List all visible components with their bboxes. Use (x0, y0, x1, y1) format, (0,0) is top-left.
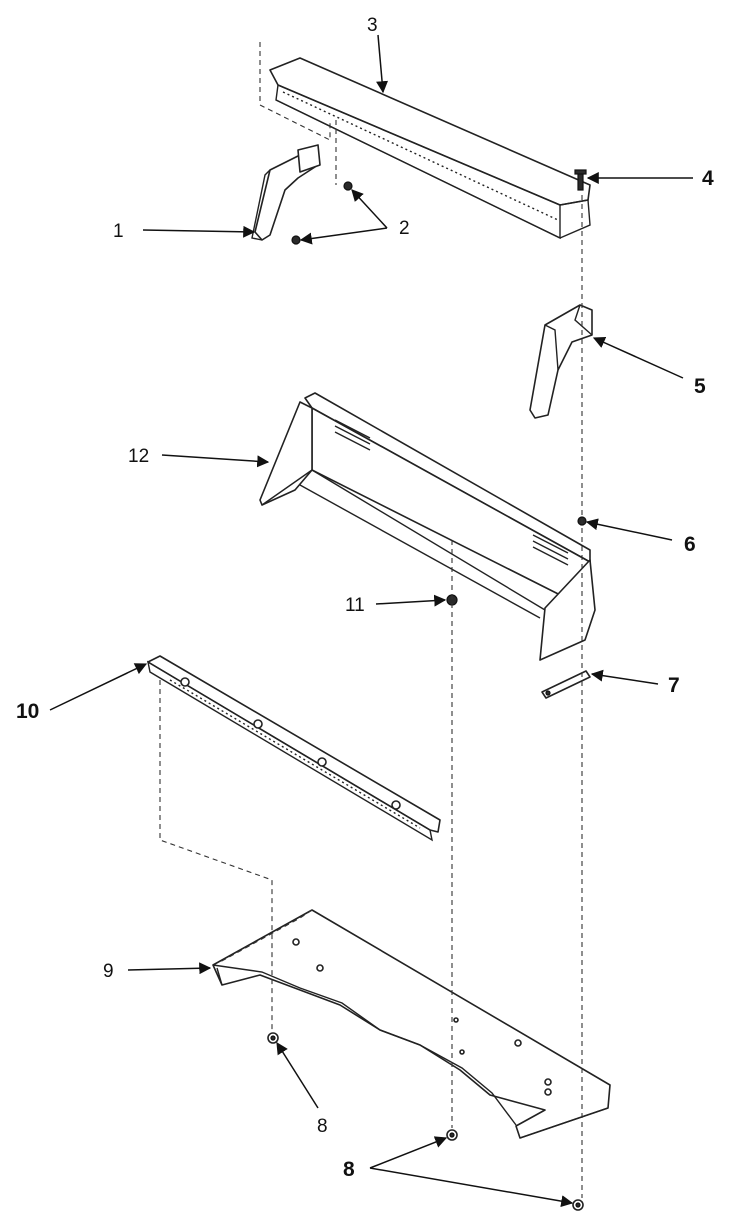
leader-8-right (369, 1167, 574, 1208)
callout-1: 1 (113, 221, 124, 242)
leader-12 (161, 454, 270, 468)
callout-5: 5 (694, 375, 706, 398)
callout-8-left: 8 (317, 1116, 328, 1137)
leader-3 (376, 34, 389, 94)
leader-9 (127, 962, 212, 975)
part-5-right-bracket (529, 304, 593, 419)
part-8-screw-right (572, 1199, 584, 1211)
callout-6: 6 (684, 533, 696, 556)
part-9-base-shelf (212, 909, 611, 1139)
callout-11: 11 (345, 595, 365, 616)
leader-10 (49, 663, 148, 711)
callout-10: 10 (16, 700, 39, 723)
part-2-nut-upper (343, 181, 353, 191)
leader-7 (590, 669, 659, 685)
leader-5 (592, 336, 684, 379)
part-3-top-trim (269, 57, 591, 240)
callout-2: 2 (399, 218, 410, 239)
part-4-screw (574, 169, 587, 191)
part-10-mounting-rail (147, 655, 441, 842)
callout-8-lower: 8 (343, 1158, 355, 1181)
leader-6 (585, 518, 673, 541)
leader-8-middle (369, 1136, 448, 1169)
part-2-nut-lower (291, 235, 301, 245)
callout-3: 3 (367, 15, 378, 36)
part-8-screw-left (267, 1032, 279, 1044)
panel-vent-left (334, 419, 371, 451)
callout-4: 4 (702, 167, 714, 190)
leader-2a (351, 189, 388, 229)
part-7-clip (541, 670, 591, 699)
callout-9: 9 (103, 961, 114, 982)
leader-11 (375, 594, 447, 607)
panel-vent-right (532, 534, 569, 566)
assembly-line-3-left (259, 42, 331, 141)
leader-2b (299, 227, 388, 245)
leader-1 (142, 225, 256, 238)
part-1-left-bracket (251, 144, 321, 241)
callout-12: 12 (128, 446, 149, 467)
leader-8-left (276, 1041, 319, 1109)
callout-7: 7 (668, 674, 680, 697)
part-8-screw-middle (446, 1129, 458, 1141)
part-12-main-panel (259, 392, 596, 661)
assembly-line-rail (159, 680, 273, 1030)
